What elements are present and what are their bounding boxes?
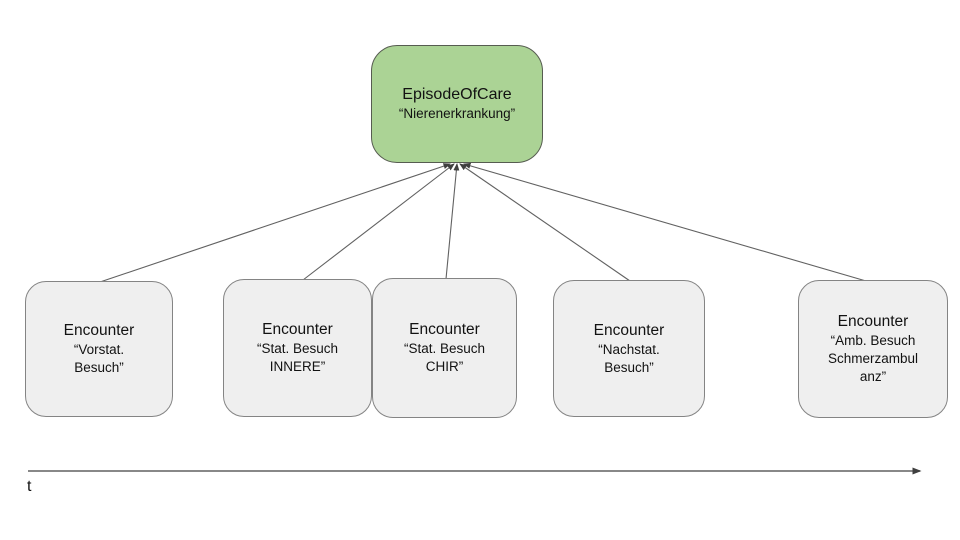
encounter-node-vorstat: Encounter “Vorstat. Besuch” (25, 281, 173, 417)
connector-encounter-1 (99, 163, 451, 283)
encounter-subtitle: “Nachstat. Besuch” (598, 341, 660, 375)
encounter-node-amb-schmerzambulanz: Encounter “Amb. Besuch Schmerzambul anz” (798, 280, 948, 418)
encounter-title: Encounter (593, 321, 665, 339)
episode-of-care-node: EpisodeOfCare “Nierenerkrankung” (371, 45, 543, 163)
encounter-node-stat-chir: Encounter “Stat. Besuch CHIR” (372, 278, 517, 418)
connector-encounter-2 (302, 163, 455, 281)
encounter-subtitle: “Amb. Besuch Schmerzambul anz” (827, 333, 919, 384)
timeline-label: t (27, 478, 32, 495)
encounter-title: Encounter (63, 322, 135, 339)
encounter-subtitle: “Vorstat. Besuch” (73, 342, 125, 375)
encounter-title: Encounter (837, 313, 909, 330)
episode-subtitle: “Nierenerkrankung” (398, 106, 516, 121)
encounter-title: Encounter (409, 321, 480, 338)
encounter-node-nachstat: Encounter “Nachstat. Besuch” (553, 280, 705, 417)
encounter-subtitle: “Stat. Besuch CHIR” (403, 341, 486, 374)
episode-title: EpisodeOfCare (402, 86, 512, 103)
connector-encounter-5 (463, 162, 867, 282)
connector-encounter-4 (459, 163, 631, 282)
encounter-title: Encounter (262, 321, 333, 338)
connector-encounter-3 (445, 163, 460, 280)
encounter-subtitle: “Stat. Besuch INNERE” (256, 341, 339, 374)
encounter-node-stat-innere: Encounter “Stat. Besuch INNERE” (223, 279, 372, 417)
